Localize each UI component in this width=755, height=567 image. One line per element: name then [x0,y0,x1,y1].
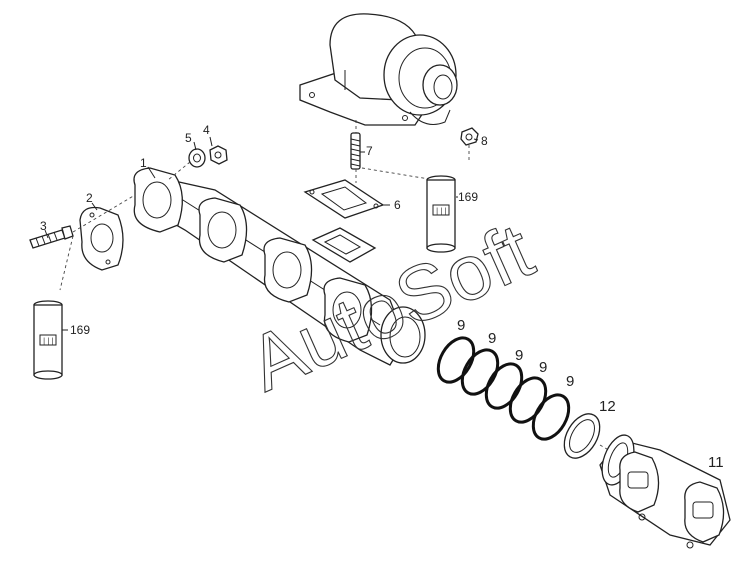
label-2: 2 [86,191,93,205]
label-9a: 9 [457,317,465,334]
nut-4 [167,145,228,181]
turbocharger [299,13,458,126]
ring-12 [563,413,613,459]
label-9b: 9 [488,330,496,347]
label-9d: 9 [539,359,547,376]
label-169-left: 169 [70,323,90,337]
label-8: 8 [481,134,488,148]
washer-5 [188,148,206,168]
label-5: 5 [185,131,192,145]
label-12: 12 [599,398,616,415]
gasket-6 [303,179,385,219]
label-9e: 9 [566,373,574,390]
label-169-right: 169 [458,190,478,204]
svg-text:|||: ||| [435,208,448,216]
leader-lines [44,136,479,331]
exhaust-manifold [133,167,426,366]
container-169-left: ||| [33,300,63,380]
label-4: 4 [203,123,210,137]
manifold-section-11 [599,434,731,549]
label-9c: 9 [515,347,523,364]
label-7: 7 [366,144,373,158]
nut-8 [460,127,479,160]
label-6: 6 [394,198,401,212]
bolt-3 [29,194,136,291]
seal-rings-9 [436,336,571,441]
label-1: 1 [140,156,147,170]
stud-7 [350,120,436,183]
gasket-2 [79,206,124,271]
label-11: 11 [708,454,724,471]
svg-text:|||: ||| [42,338,55,346]
container-169-right: ||| [426,175,456,253]
label-3: 3 [40,219,47,233]
